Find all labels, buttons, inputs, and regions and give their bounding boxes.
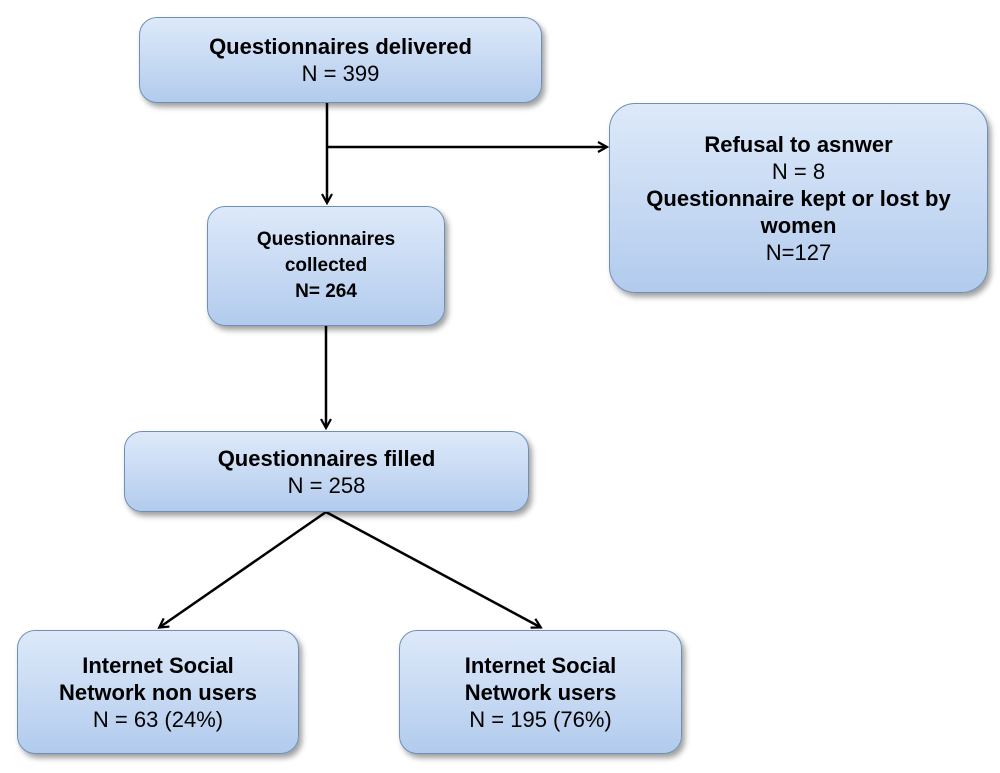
node-social-network-users: Internet Social Network users N = 195 (7… (399, 630, 682, 754)
node-count: N = 195 (76%) (469, 706, 612, 732)
node-count: N = 63 (24%) (92, 706, 224, 732)
node-title: Questionnaires filled (217, 445, 436, 471)
node-title: Refusal to asnwer (704, 131, 893, 157)
node-count: N = 399 (301, 61, 380, 86)
node-title: Questionnaires delivered (209, 34, 472, 59)
node-title-line2: Network non users (58, 679, 258, 705)
arrow-filled-to-nonusers (160, 510, 327, 627)
node-title-secondary-line2: women (760, 212, 837, 238)
node-count: N = 258 (287, 472, 366, 498)
node-questionnaires-collected: Questionnaires collected N= 264 (207, 206, 445, 326)
node-title-line1: Internet Social (82, 652, 234, 678)
node-count: N = 8 (771, 158, 826, 184)
node-title-line1: Internet Social (464, 652, 617, 678)
node-questionnaires-delivered: Questionnaires delivered N = 399 (139, 17, 542, 103)
node-title-line2: collected (284, 255, 368, 276)
arrow-filled-to-users (325, 510, 540, 627)
node-title-secondary-line1: Questionnaire kept or lost by (646, 185, 951, 211)
node-count-secondary: N=127 (765, 239, 832, 265)
node-refusal-and-lost: Refusal to asnwer N = 8 Questionnaire ke… (609, 103, 988, 293)
node-title-line2: Network users (464, 679, 617, 705)
node-count: N= 264 (295, 281, 357, 302)
node-title-line1: Questionnaires (256, 229, 396, 250)
node-social-network-non-users: Internet Social Network non users N = 63… (17, 630, 299, 754)
node-questionnaires-filled: Questionnaires filled N = 258 (124, 431, 529, 512)
